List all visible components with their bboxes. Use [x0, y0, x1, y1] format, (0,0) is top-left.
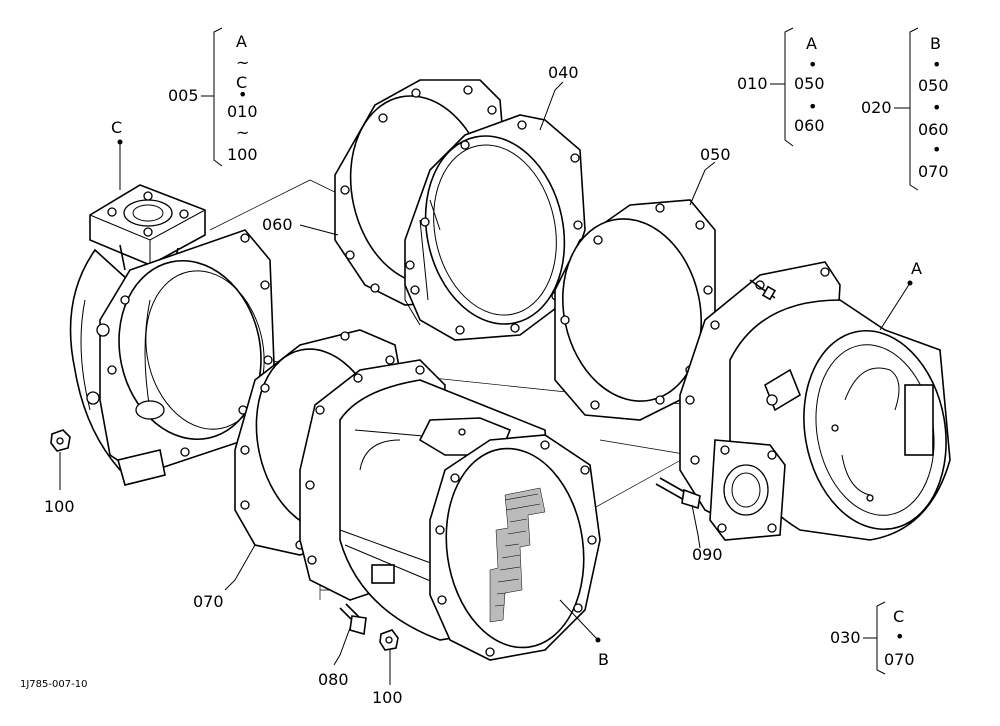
svg-text:100: 100: [227, 145, 258, 164]
svg-text:050: 050: [794, 74, 825, 93]
label-090: 090: [692, 545, 723, 564]
gasket-050: [554, 199, 716, 421]
nut-100-lower: [379, 629, 399, 651]
svg-text:070: 070: [918, 162, 949, 181]
svg-text:070: 070: [884, 650, 915, 669]
svg-text:010: 010: [227, 102, 258, 121]
label-050: 050: [700, 145, 731, 164]
label-040: 040: [548, 63, 579, 82]
group-030: 030 C • 070: [830, 601, 915, 675]
group-020: 020 B • 050 • 060 • 070: [861, 27, 949, 191]
svg-text:~: ~: [236, 53, 249, 72]
group-020-number: 020: [861, 98, 892, 117]
label-070: 070: [193, 592, 224, 611]
svg-text:•: •: [808, 55, 817, 74]
group-030-number: 030: [830, 628, 861, 647]
callout-labels: 040 050 060 070 080 090 100 100 C A B: [44, 63, 922, 707]
flange-040: [404, 114, 586, 341]
svg-text:060: 060: [794, 116, 825, 135]
label-100-lower: 100: [372, 688, 403, 707]
bolt-080: [339, 603, 367, 636]
svg-text:•: •: [808, 97, 817, 116]
svg-text:050: 050: [918, 76, 949, 95]
svg-text:B: B: [930, 34, 941, 53]
label-assembly-a: A: [911, 259, 922, 278]
svg-text:A: A: [806, 34, 817, 53]
nut-100-left: [50, 429, 71, 452]
svg-text:A: A: [236, 32, 247, 51]
group-005: 005 A ~ C • 010 ~ 100: [168, 27, 258, 167]
label-100-left: 100: [44, 497, 75, 516]
group-010: 010 A • 050 • 060: [737, 27, 825, 147]
svg-text:•: •: [238, 85, 247, 104]
group-005-number: 005: [168, 86, 199, 105]
bolt-090: [655, 477, 701, 510]
svg-text:•: •: [895, 627, 904, 646]
drawing-id: 1J785-007-10: [20, 679, 87, 690]
svg-text:C: C: [236, 73, 247, 92]
svg-text:•: •: [932, 98, 941, 117]
assembly-b-filter: [299, 359, 601, 661]
svg-text:•: •: [932, 55, 941, 74]
label-060: 060: [262, 215, 293, 234]
group-010-number: 010: [737, 74, 768, 93]
leader-lines: [59, 81, 913, 685]
assembly-c-housing: [69, 184, 276, 486]
filter-honeycomb: [489, 487, 546, 623]
svg-text:•: •: [932, 140, 941, 159]
label-assembly-c: C: [111, 118, 122, 137]
assembly-a-outlet: [679, 261, 951, 541]
label-assembly-b: B: [598, 650, 609, 669]
label-080: 080: [318, 670, 349, 689]
svg-text:060: 060: [918, 120, 949, 139]
svg-text:~: ~: [236, 123, 249, 142]
svg-text:C: C: [893, 607, 904, 626]
